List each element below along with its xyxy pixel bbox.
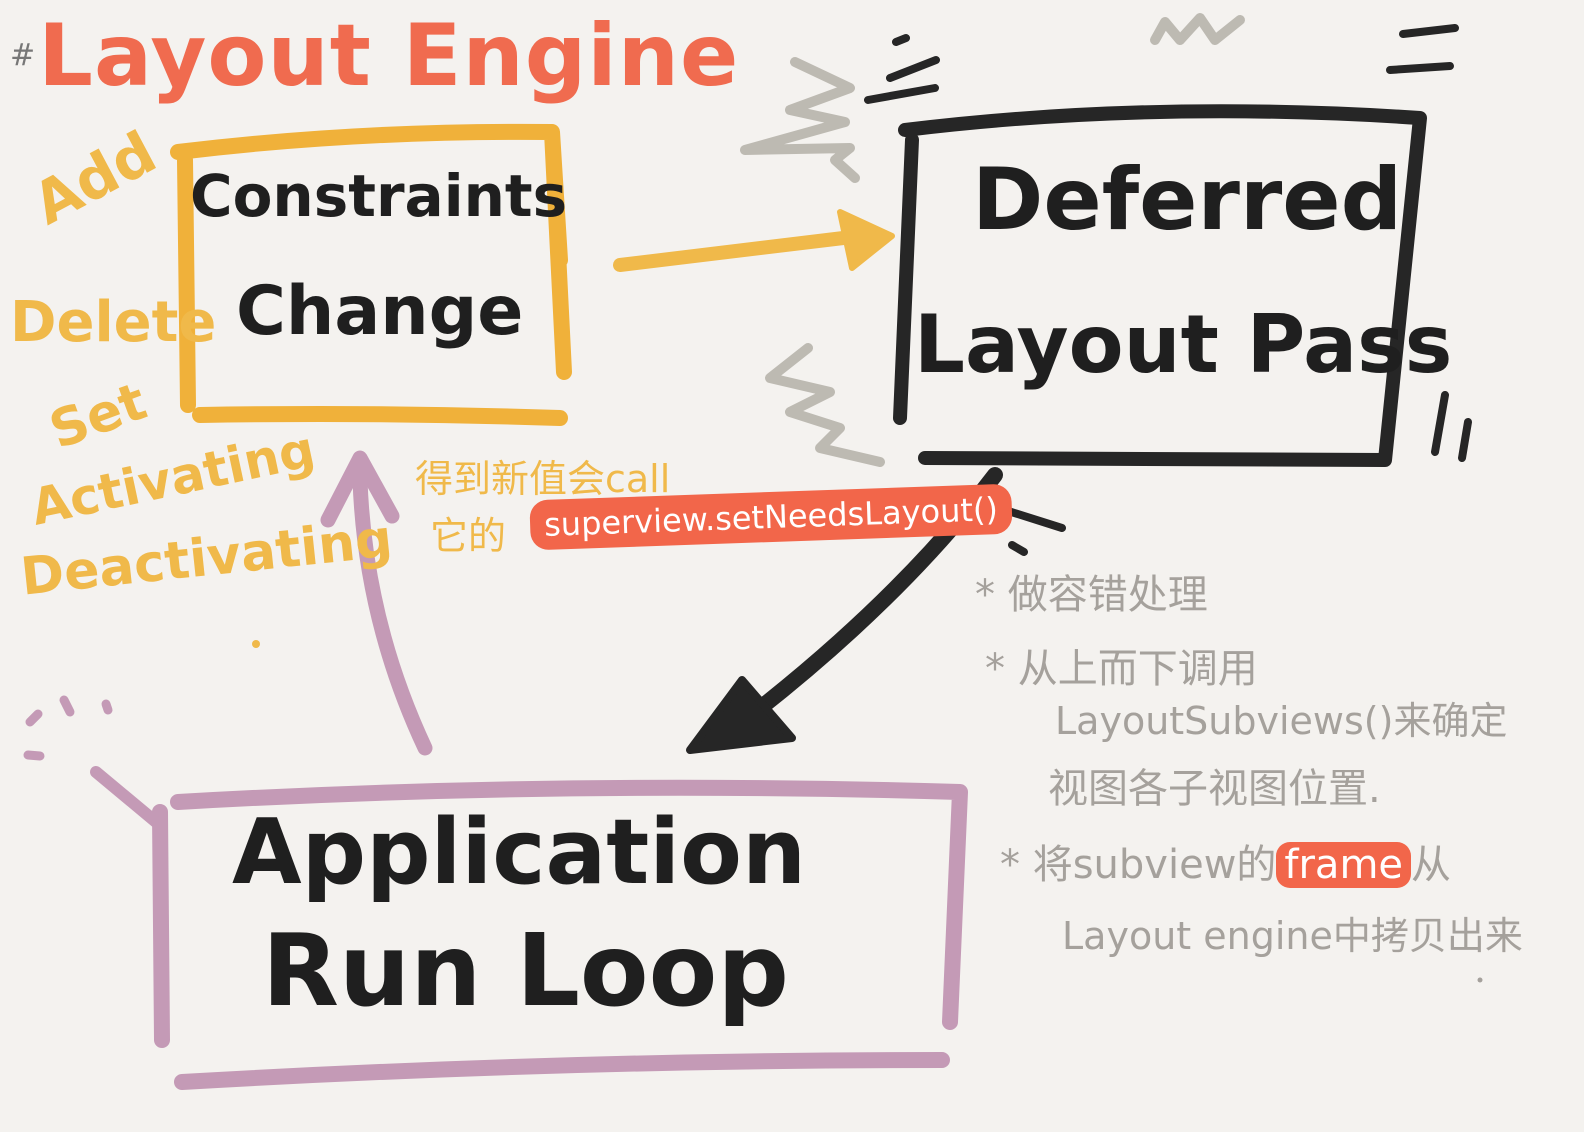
constraints-box-line1: Constraints — [190, 162, 568, 230]
bullet-topdown-line2: LayoutSubviews()来确定 — [1055, 699, 1508, 743]
constraints-box-outline — [170, 123, 572, 426]
title-text: Layout Engine — [38, 6, 740, 106]
note-line1: 得到新值会call — [415, 457, 671, 501]
arrow-constraints-to-deferred — [613, 229, 867, 272]
constraints-box-line2: Change — [236, 272, 524, 351]
bullet-topdown-line3: 视图各子视图位置. — [1048, 766, 1381, 812]
bullet-fault-tolerance: * 做容错处理 — [975, 572, 1208, 618]
arrow-deferred-tick-marks — [1001, 506, 1066, 556]
runloop-emphasis-dots — [23, 695, 113, 761]
runloop-box-line2: Run Loop — [262, 912, 789, 1029]
gray-zigzag-mid — [765, 343, 885, 467]
runloop-side-stroke — [90, 766, 162, 828]
title-hash: # — [10, 38, 37, 73]
stray-dot — [1477, 977, 1483, 983]
note-line2-prefix: 它的 — [430, 514, 507, 558]
arrow-runloop-to-constraints-head — [320, 450, 400, 528]
gray-squiggle-top — [1150, 13, 1245, 45]
bullet-copy-frame-prefix: * 将subview的 — [1000, 842, 1277, 888]
deferred-box-line2: Layout Pass — [914, 298, 1453, 391]
deferred-emphasis-strokes — [864, 24, 1472, 462]
frame-pill: frame — [1276, 842, 1412, 888]
bullet-topdown-line1: * 从上而下调用 — [985, 646, 1258, 692]
deferred-box-outline — [893, 104, 1427, 467]
bullet-copy-frame-suffix: 从 — [1411, 842, 1452, 888]
deferred-box-line1: Deferred — [972, 150, 1403, 250]
arrow-deferred-to-runloop-head — [686, 676, 796, 754]
arrow-runloop-to-constraints — [352, 472, 433, 756]
runloop-box-line1: Application — [232, 800, 807, 905]
verb-delete: Delete — [10, 290, 217, 355]
page-title: #Layout Engine — [10, 6, 739, 106]
arrow-constraints-to-deferred-head — [837, 209, 895, 271]
bullet-copy-frame-line2: Layout engine中拷贝出来 — [1062, 914, 1523, 958]
stray-dot — [252, 640, 260, 648]
runloop-box-outline — [152, 779, 968, 1090]
gray-zigzag-top — [740, 57, 860, 183]
